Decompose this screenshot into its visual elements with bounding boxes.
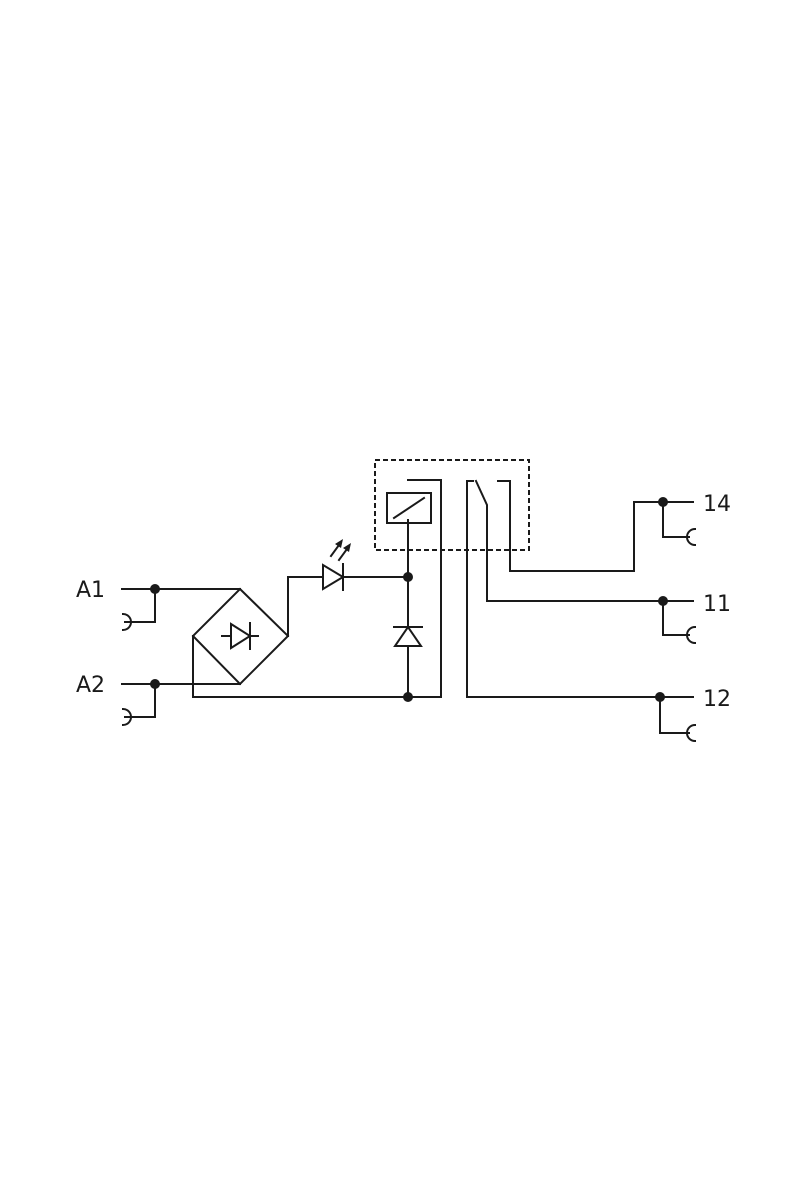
relay-coil-diagonal bbox=[392, 496, 426, 520]
plug-socket-14-icon bbox=[686, 527, 697, 547]
terminal-a2: A2 bbox=[76, 673, 241, 727]
plug-socket-11-icon bbox=[686, 625, 697, 645]
plug-socket-a2-icon bbox=[121, 707, 132, 727]
wire-rectifier-negative bbox=[192, 635, 409, 698]
led-diode-icon bbox=[322, 563, 345, 591]
rectifier-diode-icon bbox=[221, 622, 259, 650]
terminal-11: 11 bbox=[658, 592, 731, 645]
label-11: 11 bbox=[703, 592, 731, 617]
wire-a1-plug bbox=[124, 588, 156, 623]
status-led bbox=[287, 539, 409, 637]
wire-coil-return bbox=[407, 479, 442, 698]
relay bbox=[374, 459, 530, 698]
contact-no-arm bbox=[497, 480, 694, 572]
contact-nc-arm bbox=[466, 480, 474, 698]
freewheeling-diode bbox=[393, 519, 423, 702]
plug-socket-12-icon bbox=[686, 723, 697, 743]
label-a2: A2 bbox=[76, 673, 105, 698]
relay-housing bbox=[374, 459, 530, 551]
wire-14-plug bbox=[662, 501, 690, 538]
bridge-rectifier bbox=[191, 587, 409, 698]
label-a1: A1 bbox=[76, 578, 105, 603]
light-emission-arrows-icon bbox=[329, 539, 351, 562]
contact-common-arm bbox=[474, 479, 694, 602]
label-14: 14 bbox=[703, 492, 731, 517]
rectifier-diamond bbox=[191, 587, 290, 686]
relay-coil-icon bbox=[386, 492, 432, 524]
wire-a2-plug bbox=[124, 683, 156, 718]
terminal-14: 14 bbox=[658, 492, 731, 547]
freewheel-diode-icon bbox=[393, 625, 423, 647]
wire-12-plug bbox=[659, 696, 690, 734]
wire-11-plug bbox=[662, 600, 690, 636]
terminal-12: 12 bbox=[655, 687, 731, 743]
plug-socket-a1-icon bbox=[121, 612, 132, 632]
wire-rectifier-positive bbox=[287, 576, 409, 637]
label-12: 12 bbox=[703, 687, 731, 712]
terminal-a1: A1 bbox=[76, 578, 241, 632]
junction-coil-top bbox=[403, 572, 413, 582]
changeover-contact bbox=[466, 479, 694, 698]
